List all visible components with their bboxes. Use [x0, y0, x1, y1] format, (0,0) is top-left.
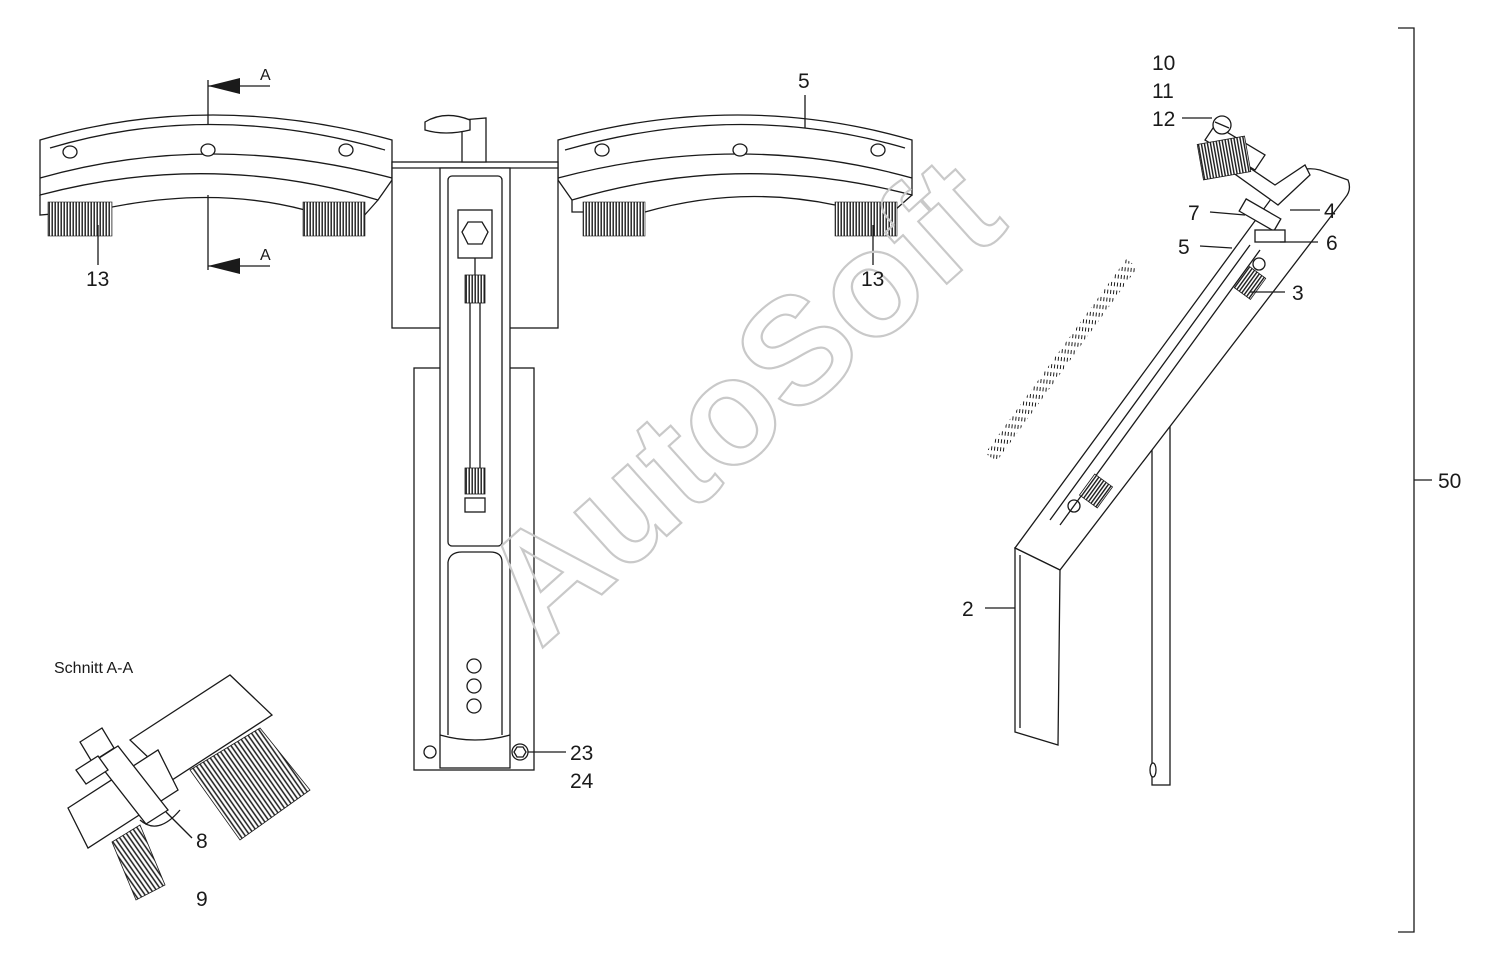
side-view-assembly — [985, 27, 1432, 933]
label-8: 8 — [196, 830, 208, 853]
assembly-bracket — [1398, 27, 1415, 933]
upright-post — [1151, 419, 1171, 786]
label-24: 24 — [570, 770, 594, 793]
label-3: 3 — [1292, 282, 1304, 305]
label-6: 6 — [1326, 232, 1338, 255]
section-marker-bottom: A — [260, 247, 271, 264]
arm-bolts — [62, 143, 886, 159]
label-50: 50 — [1438, 470, 1461, 493]
label-13-right: 13 — [861, 268, 884, 291]
label-7: 7 — [1188, 202, 1200, 225]
section-a-a-view — [67, 674, 311, 901]
label-10: 10 — [1152, 52, 1175, 75]
label-23: 23 — [570, 742, 593, 765]
angled-frame — [1014, 168, 1351, 571]
label-5-top: 5 — [798, 70, 810, 93]
springs — [464, 258, 486, 513]
label-2: 2 — [962, 598, 974, 621]
section-title: Schnitt A-A — [54, 660, 133, 677]
label-4: 4 — [1324, 200, 1336, 223]
label-13-left: 13 — [86, 268, 109, 291]
top-view-assembly: A A — [39, 67, 913, 771]
label-5-side: 5 — [1178, 236, 1190, 259]
brush-tuft-4 — [834, 201, 898, 237]
brush-tuft-1 — [47, 201, 113, 237]
brush-tuft-2 — [302, 201, 366, 237]
section-marker-top: A — [260, 67, 271, 84]
part-labels: 5 13 13 23 24 Schnitt A-A 8 9 10 11 12 7… — [54, 52, 1461, 911]
label-9: 9 — [196, 888, 208, 911]
label-12: 12 — [1152, 108, 1175, 131]
label-11: 11 — [1152, 80, 1174, 103]
left-brush-arm — [39, 114, 393, 201]
brush-tuft-3 — [582, 201, 646, 237]
section-line-a-a: A A — [207, 67, 271, 274]
base-panel — [1014, 546, 1061, 746]
